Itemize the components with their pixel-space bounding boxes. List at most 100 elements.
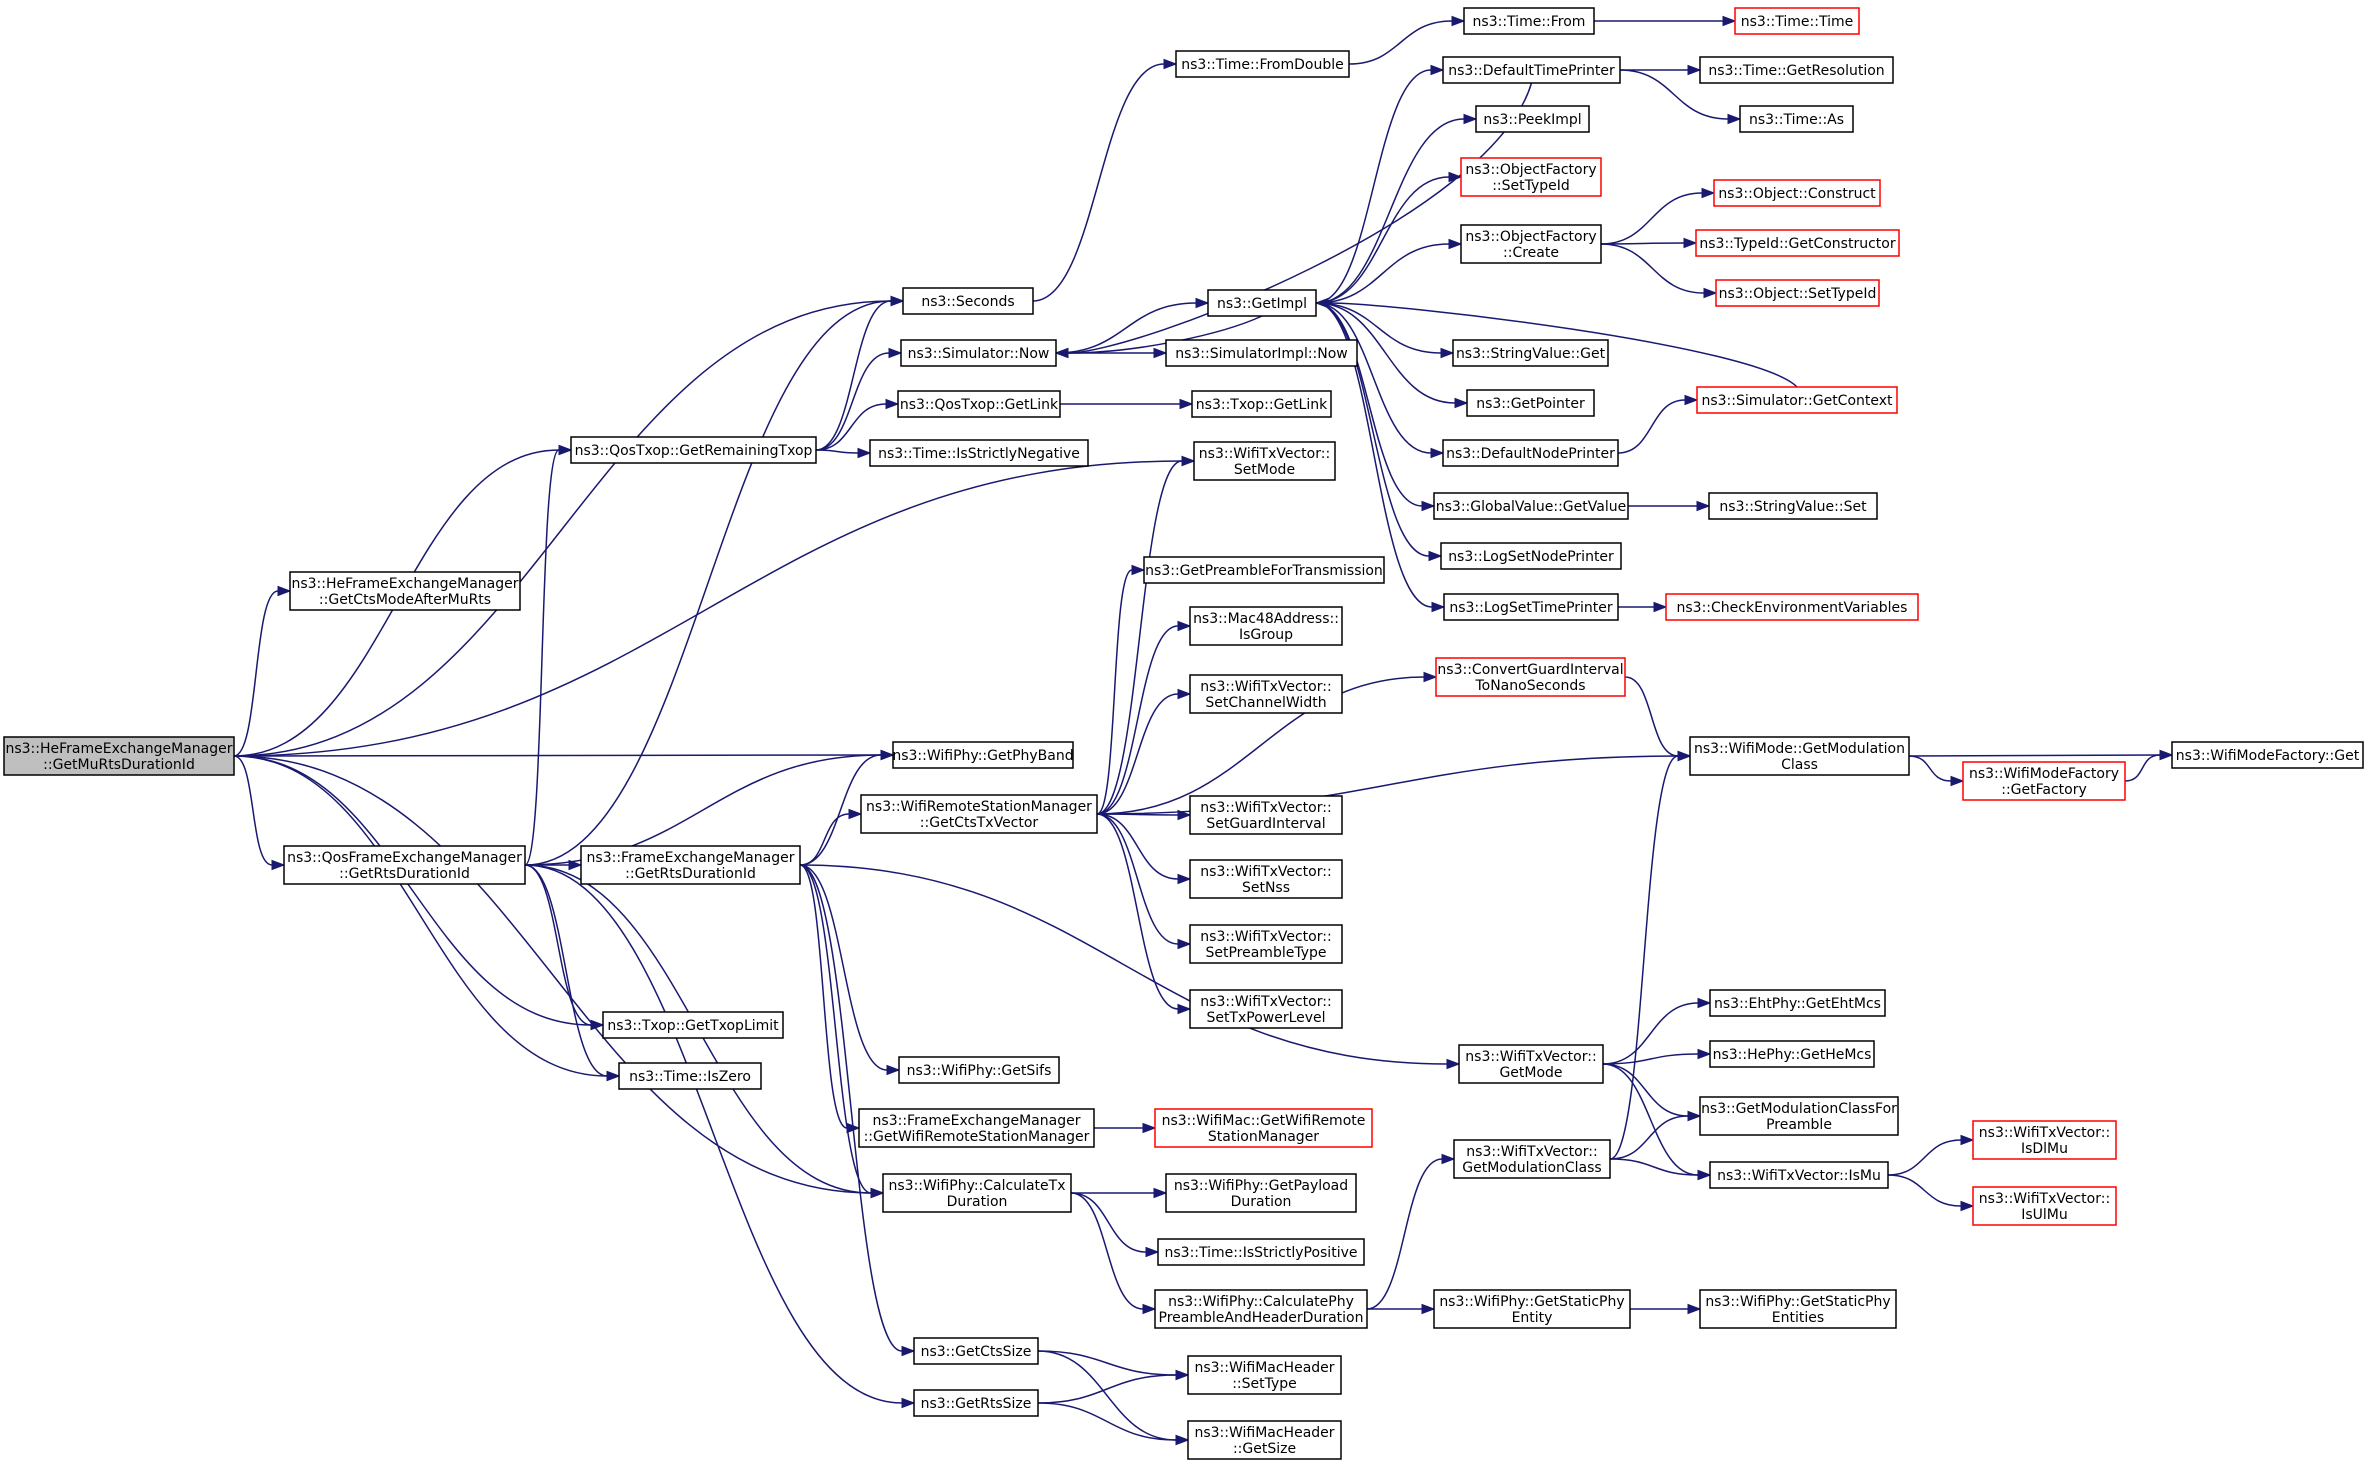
call-edge-getimpl-to-defnodeprinter [1315,302,1432,454]
node-ns3-wifiphy-calculatephy-preambleandheaderduration[interactable]: ns3::WifiPhy::CalculatePhyPreambleAndHea… [1154,1289,1368,1329]
node-ns3-getpointer[interactable]: ns3::GetPointer [1466,389,1595,417]
node-ns3-wifimac-getwifiremote-stationmanager[interactable]: ns3::WifiMac::GetWifiRemoteStationManage… [1154,1108,1373,1148]
node-ns3-frameexchangemanager-getwifiremotestationmanager[interactable]: ns3::FrameExchangeManager::GetWifiRemote… [858,1108,1095,1148]
node-ns3-wifiphy-getsifs[interactable]: ns3::WifiPhy::GetSifs [898,1056,1060,1084]
node-ns3-wifimodefactory-get[interactable]: ns3::WifiModeFactory::Get [2171,741,2364,769]
node-ns3-objectfactory-create[interactable]: ns3::ObjectFactory::Create [1460,224,1602,264]
call-edge-arrowhead [568,859,583,871]
call-edge-calctx-to-isstrictpos [1070,1192,1147,1253]
node-box [3,736,235,776]
node-ns3-txop-gettxoplimit[interactable]: ns3::Txop::GetTxopLimit [602,1011,784,1039]
node-ns3-logsetnodeprinter[interactable]: ns3::LogSetNodePrinter [1440,542,1622,570]
call-edge-arrowhead [1697,1048,1712,1060]
node-ns3-getpreamblefortransmission[interactable]: ns3::GetPreambleForTransmission [1143,556,1385,584]
node-label: SetChannelWidth [1205,695,1326,711]
node-ns3-time-time[interactable]: ns3::Time::Time [1734,7,1860,35]
call-edge-getremtxop-to-isstrictneg [815,449,859,454]
call-edge-arrowhead [1430,64,1445,76]
node-label: ns3::GlobalValue::GetValue [1436,499,1626,515]
node-ns3-getctssize[interactable]: ns3::GetCtsSize [913,1337,1039,1365]
node-ns3-wifitxvector-setguardinterval[interactable]: ns3::WifiTxVector::SetGuardInterval [1189,795,1343,835]
node-ns3-simulatorimpl-now[interactable]: ns3::SimulatorImpl::Now [1165,339,1358,367]
node-label: PreambleAndHeaderDuration [1159,1310,1364,1326]
node-box [1708,492,1878,520]
node-label: ns3::WifiTxVector::IsMu [1717,1168,1881,1184]
node-ns3-getrtssize[interactable]: ns3::GetRtsSize [913,1389,1039,1417]
node-ns3-txop-getlink[interactable]: ns3::Txop::GetLink [1191,390,1332,418]
node-ns3-wifitxvector-isdlmu[interactable]: ns3::WifiTxVector::IsDlMu [1972,1120,2117,1160]
node-ns3-wifitxvector-getmodulationclass[interactable]: ns3::WifiTxVector::GetModulationClass [1453,1139,1611,1179]
node-box [1189,924,1343,964]
node-ns3-defaulttimeprinter[interactable]: ns3::DefaultTimePrinter [1442,56,1621,84]
node-ns3-wifitxvector-setmode[interactable]: ns3::WifiTxVector::SetMode [1193,441,1336,481]
node-ns3-wifiremotestationmanager-getctstxvector[interactable]: ns3::WifiRemoteStationManager::GetCtsTxV… [860,794,1098,834]
node-ns3-object-settypeid[interactable]: ns3::Object::SetTypeId [1715,279,1880,307]
node-label: Duration [947,1194,1008,1210]
node-ns3-seconds[interactable]: ns3::Seconds [902,287,1034,315]
call-edge-arrowhead [1145,1246,1160,1258]
node-ns3-qostxop-getremainingtxop[interactable]: ns3::QosTxop::GetRemainingTxop [570,436,817,464]
node-box [1157,1238,1365,1266]
node-ns3-heframeexchangemanager-getctsmodeaftermurts[interactable]: ns3::HeFrameExchangeManager::GetCtsModeA… [289,571,521,611]
call-edge-arrowhead [1131,564,1146,576]
node-label: ns3::FrameExchangeManager [873,1113,1081,1129]
node-ns3-wifitxvector-ismu[interactable]: ns3::WifiTxVector::IsMu [1709,1161,1889,1189]
node-ns3-time-isstrictlynegative[interactable]: ns3::Time::IsStrictlyNegative [869,439,1089,467]
node-ns3-wifitxvector-setchannelwidth[interactable]: ns3::WifiTxVector::SetChannelWidth [1189,674,1343,714]
node-ns3-time-fromdouble[interactable]: ns3::Time::FromDouble [1175,50,1350,78]
node-ns3-peekimpl[interactable]: ns3::PeekImpl [1475,105,1590,133]
node-label: ns3::Simulator::GetContext [1701,393,1893,409]
node-ns3-hephy-gethemcs[interactable]: ns3::HePhy::GetHeMcs [1709,1040,1875,1068]
node-ns3-wifimodefactory-getfactory[interactable]: ns3::WifiModeFactory::GetFactory [1962,761,2126,801]
call-edge-getrtssize-to-settype [1037,1374,1177,1404]
node-ns3-qostxop-getlink[interactable]: ns3::QosTxop::GetLink [897,390,1061,418]
node-ns3-wifimacheader-settype[interactable]: ns3::WifiMacHeader::SetType [1187,1355,1342,1395]
node-label: ns3::Time::IsZero [629,1069,751,1085]
node-ns3-mac48address-isgroup[interactable]: ns3::Mac48Address::IsGroup [1189,606,1343,646]
node-label: ns3::Object::SetTypeId [1719,286,1877,302]
call-edge-defprinter-to-simnow [1067,82,1533,354]
node-ns3-ehtphy-getehtmcs[interactable]: ns3::EhtPhy::GetEhtMcs [1709,989,1886,1017]
node-ns3-time-iszero[interactable]: ns3::Time::IsZero [618,1062,762,1090]
node-label: ns3::GetRtsSize [921,1396,1032,1412]
node-ns3-wifitxvector-setnss[interactable]: ns3::WifiTxVector::SetNss [1189,859,1343,899]
node-ns3-globalvalue-getvalue[interactable]: ns3::GlobalValue::GetValue [1433,492,1629,520]
node-ns3-frameexchangemanager-getrtsdurationid[interactable]: ns3::FrameExchangeManager::GetRtsDuratio… [580,845,801,885]
call-edge-txvgetmodclass-to-getmodforpre [1609,1115,1689,1160]
node-ns3-object-construct[interactable]: ns3::Object::Construct [1713,179,1881,207]
node-label: ::GetCtsTxVector [920,815,1039,831]
node-ns3-logsettimeprinter[interactable]: ns3::LogSetTimePrinter [1443,593,1619,621]
node-ns3-defaultnodeprinter[interactable]: ns3::DefaultNodePrinter [1442,439,1619,467]
node-label: SetNss [1242,880,1290,896]
node-ns3-simulator-now[interactable]: ns3::Simulator::Now [900,339,1057,367]
node-ns3-wifiphy-getphyband[interactable]: ns3::WifiPhy::GetPhyBand [892,741,1074,769]
node-ns3-time-from[interactable]: ns3::Time::From [1463,7,1595,35]
node-ns3-wifitxvector-getmode[interactable]: ns3::WifiTxVector::GetMode [1458,1044,1604,1084]
node-ns3-wifimode-getmodulation-class[interactable]: ns3::WifiMode::GetModulationClass [1689,736,1910,776]
call-edge-arrowhead [2159,749,2174,761]
node-ns3-wifitxvector-setpreambletype[interactable]: ns3::WifiTxVector::SetPreambleType [1189,924,1343,964]
node-ns3-wifitxvector-isulmu[interactable]: ns3::WifiTxVector::IsUlMu [1972,1186,2117,1226]
node-ns3-checkenvironmentvariables[interactable]: ns3::CheckEnvironmentVariables [1665,593,1919,621]
node-ns3-stringvalue-set[interactable]: ns3::StringValue::Set [1708,492,1878,520]
node-ns3-stringvalue-get[interactable]: ns3::StringValue::Get [1452,339,1609,367]
node-ns3-simulator-getcontext[interactable]: ns3::Simulator::GetContext [1696,386,1898,414]
call-edge-txvgetmode-to-getmodforpre [1602,1063,1689,1117]
node-ns3-time-getresolution[interactable]: ns3::Time::GetResolution [1699,56,1894,84]
node-ns3-time-isstrictlypositive[interactable]: ns3::Time::IsStrictlyPositive [1157,1238,1365,1266]
node-ns3-typeid-getconstructor[interactable]: ns3::TypeId::GetConstructor [1695,229,1900,257]
node-ns3-qosframeexchangemanager-getrtsdurationid[interactable]: ns3::QosFrameExchangeManager::GetRtsDura… [283,845,526,885]
call-edge-femgetrts-to-getctssize [799,864,903,1352]
node-ns3-objectfactory-settypeid[interactable]: ns3::ObjectFactory::SetTypeId [1460,157,1602,197]
node-ns3-wifimacheader-getsize[interactable]: ns3::WifiMacHeader::GetSize [1187,1420,1342,1460]
node-ns3-heframeexchangemanager-getmurtsdurationid[interactable]: ns3::HeFrameExchangeManager::GetMuRtsDur… [3,736,235,776]
node-ns3-getimpl[interactable]: ns3::GetImpl [1207,289,1317,317]
node-ns3-wifitxvector-settxpowerlevel[interactable]: ns3::WifiTxVector::SetTxPowerLevel [1189,989,1343,1029]
node-ns3-time-as[interactable]: ns3::Time::As [1739,105,1854,133]
